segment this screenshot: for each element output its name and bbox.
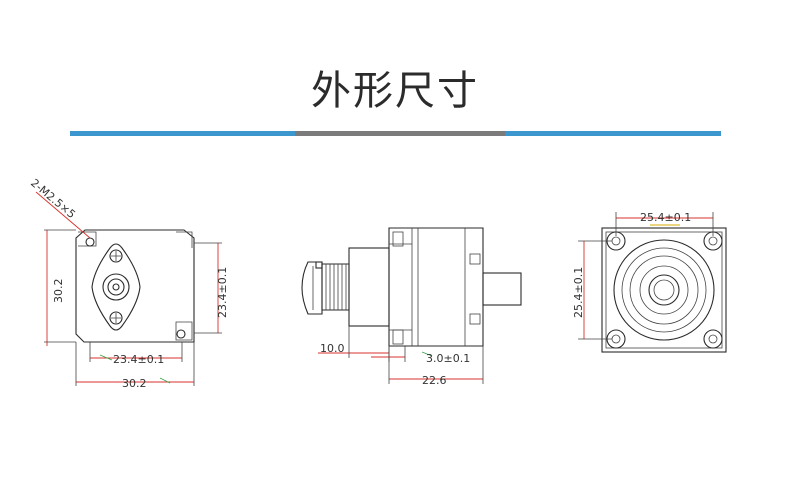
page-title: 外形尺寸 bbox=[311, 68, 479, 114]
back-top-dimension: 25.4±0.1 bbox=[640, 211, 691, 224]
side-body-dimension: 22.6 bbox=[422, 374, 447, 387]
back-view bbox=[578, 212, 727, 353]
front-view bbox=[35, 191, 222, 386]
title-underline-right bbox=[505, 131, 721, 136]
title-underline-middle bbox=[295, 131, 505, 136]
back-left-dimension: 25.4±0.1 bbox=[572, 267, 585, 318]
front-height-dimension: 30.2 bbox=[52, 279, 65, 304]
side-shaft-dimension: 10.0 bbox=[320, 342, 345, 355]
side-view bbox=[301, 227, 522, 384]
front-width-dimension: 30.2 bbox=[122, 377, 147, 390]
title-underline-left bbox=[70, 131, 295, 136]
front-hole-horizontal-dimension: 23.4±0.1 bbox=[113, 353, 164, 366]
front-hole-vertical-dimension: 23.4±0.1 bbox=[216, 267, 229, 318]
side-flange-dimension: 3.0±0.1 bbox=[426, 352, 470, 365]
front-thread-note: 2-M2.5×5 bbox=[28, 176, 78, 221]
